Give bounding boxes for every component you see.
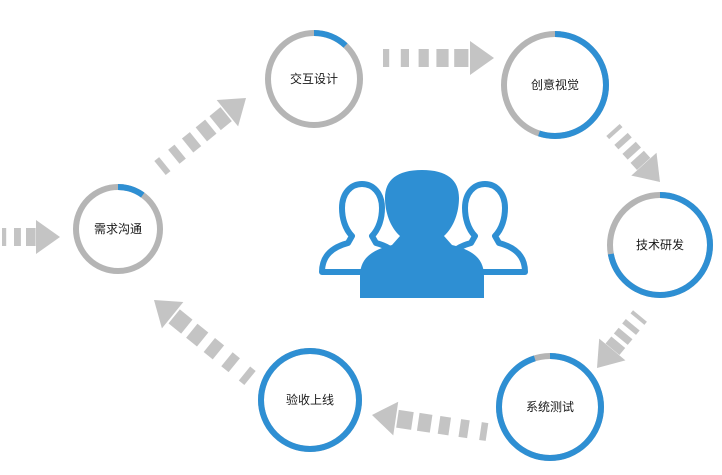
arrow-segment (2, 228, 7, 246)
arrow-segment (614, 132, 632, 150)
arrow-demand-to-interaction (154, 98, 246, 175)
arrowhead-icon (596, 338, 626, 368)
arrow-visual-to-rd (606, 123, 661, 183)
arrow-segment (437, 416, 452, 436)
arrow-segment (195, 119, 217, 142)
stage-node-rd[interactable]: 技术研发 (605, 190, 715, 300)
arrow-segment (454, 49, 469, 67)
stage-node-demand[interactable]: 需求沟通 (71, 182, 165, 276)
arrow-segment (168, 309, 193, 334)
arrow-segment (14, 228, 21, 246)
arrow-segment (400, 49, 409, 67)
stage-label-interaction: 交互设计 (290, 71, 338, 86)
arrow-segment (436, 49, 449, 67)
stage-nodes: 需求沟通 交互设计 创意视觉 技术研发 系统测试 (71, 28, 715, 463)
stage-label-rd: 技术研发 (636, 237, 684, 252)
arrow-segment (186, 323, 209, 347)
arrow-segment (606, 123, 623, 140)
arrow-segment (221, 352, 240, 373)
arrow-segment (181, 132, 202, 153)
arrow-segment (203, 337, 225, 360)
arrow-launch-to-demand (153, 300, 256, 385)
stage-label-test: 系统测试 (526, 399, 574, 414)
arrow-segment (416, 412, 433, 433)
arrow-rd-to-test (596, 310, 647, 368)
arrow-segment (458, 419, 470, 439)
stage-node-visual[interactable]: 创意视觉 (499, 29, 611, 141)
flow-arrows (2, 41, 661, 441)
arrow-segment (383, 49, 390, 67)
stage-label-demand: 需求沟通 (94, 222, 142, 236)
arrow-segment (396, 409, 414, 430)
arrow-segment (622, 141, 642, 160)
arrowhead-icon (153, 300, 184, 329)
team-icon (319, 170, 528, 298)
arrow-segment (613, 327, 633, 345)
arrow-segment (605, 336, 626, 356)
stage-node-test[interactable]: 系统测试 (494, 351, 606, 463)
arrow-segment (479, 422, 489, 441)
arrow-interaction-to-visual (383, 41, 494, 75)
arrow-segment (622, 319, 640, 335)
arrow-segment (154, 157, 171, 175)
arrow-segment (168, 144, 186, 164)
arrow-segment (630, 310, 647, 325)
stage-node-interaction[interactable]: 交互设计 (263, 28, 365, 130)
arrow-segment (26, 228, 36, 246)
arrow-segment (630, 150, 651, 170)
arrow-entry (2, 220, 60, 254)
arrowhead-icon (371, 401, 399, 436)
arrowhead-icon (631, 152, 661, 183)
stage-node-launch[interactable]: 验收上线 (256, 346, 364, 454)
stage-label-launch: 验收上线 (286, 392, 334, 407)
stage-label-visual: 创意视觉 (531, 77, 579, 92)
arrow-segment (209, 107, 232, 131)
arrowhead-icon (470, 41, 494, 75)
arrow-test-to-launch (371, 401, 489, 441)
arrow-segment (418, 49, 429, 67)
team-leader-icon (360, 170, 484, 298)
arrowhead-icon (36, 220, 60, 254)
arrowhead-icon (216, 98, 246, 127)
arrow-segment (238, 366, 256, 385)
